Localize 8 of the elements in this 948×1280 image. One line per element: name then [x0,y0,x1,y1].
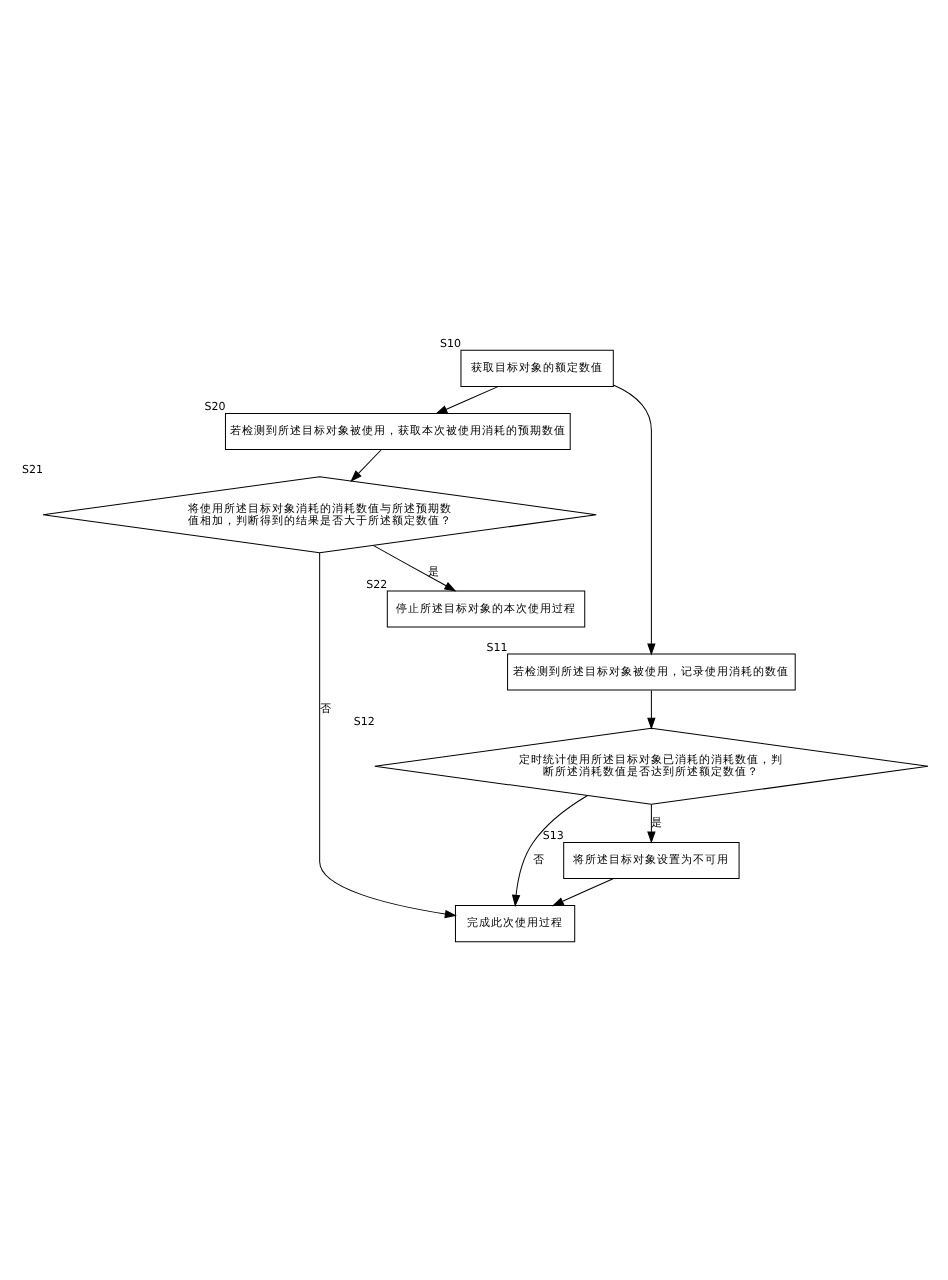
arrow [646,689,655,729]
arrow [511,795,587,906]
arrow [318,552,455,919]
arrow [551,878,613,907]
arrow [611,384,655,655]
arrow [349,449,381,482]
arrow [646,804,655,843]
arrow [372,545,455,592]
